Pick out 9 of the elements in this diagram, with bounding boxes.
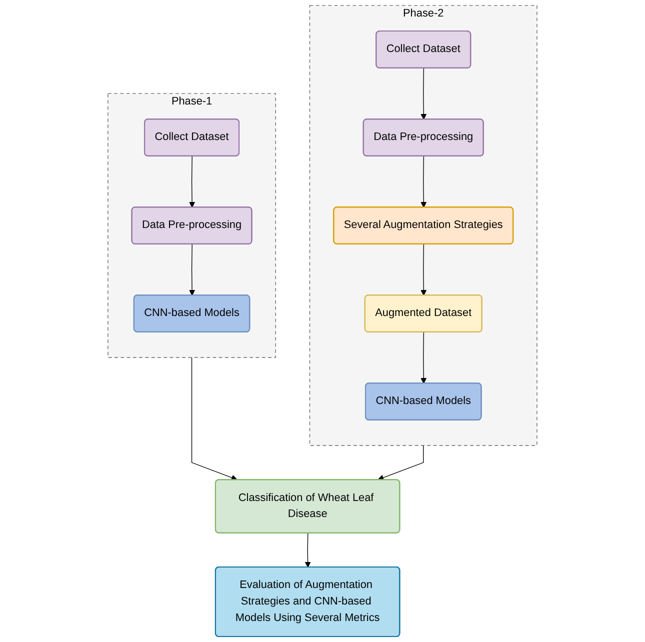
arrow <box>189 244 196 296</box>
arrow <box>378 445 424 481</box>
arrow <box>420 332 427 384</box>
arrow <box>304 532 311 568</box>
arrow <box>189 156 196 208</box>
arrow <box>420 244 427 296</box>
arrow <box>420 156 427 208</box>
arrow <box>420 68 427 120</box>
arrow <box>192 357 238 481</box>
